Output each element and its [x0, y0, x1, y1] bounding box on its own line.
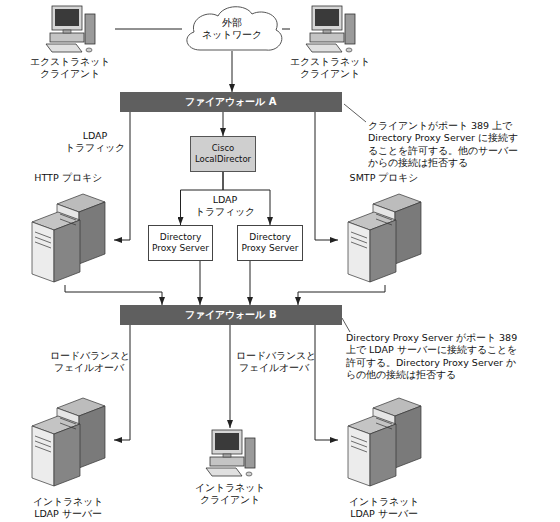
connector-arrow: [114, 325, 130, 440]
extranet-client: エクストラネット クライアント: [290, 4, 370, 80]
server-icon: [348, 194, 421, 282]
connector-arrow: [315, 325, 338, 440]
note-text: クライアントがポート 389 上で Directory Proxy Server…: [368, 120, 520, 169]
edge-label: LDAP トラフィック: [195, 194, 255, 218]
connector-arrow: [232, 51, 233, 92]
connector-arrow: [282, 29, 290, 30]
load-balancer-box: Cisco LocalDirector: [190, 136, 256, 172]
node-text: ファイアウォール B: [185, 309, 276, 322]
node-text: ファイアウォール A: [185, 96, 276, 109]
firewall-band: ファイアウォール B: [120, 305, 342, 325]
node-text: イントラネット LDAP サーバー: [340, 496, 428, 520]
node-text: Directory Proxy Server: [240, 232, 300, 255]
edge-label: ロードバランスと フェイルオーバ: [236, 350, 312, 374]
network-cloud: 外部 ネットワーク: [180, 3, 284, 55]
proxy-server: SMTP プロキシ: [338, 172, 430, 285]
connector-arrow: [298, 285, 385, 305]
connector-group: [65, 29, 385, 440]
leader-line: [342, 318, 350, 332]
node-text: SMTP プロキシ: [340, 172, 428, 184]
connector-arrow: [223, 112, 224, 136]
firewall-band: ファイアウォール A: [120, 92, 342, 112]
node-text: HTTP プロキシ: [24, 172, 112, 184]
connector-arrow: [65, 285, 162, 305]
node-text: イントラネット LDAP サーバー: [24, 496, 112, 520]
node-text: 外部 ネットワーク: [201, 17, 263, 41]
node-text: イントラネット クライアント: [186, 482, 274, 506]
connector-arrow: [114, 112, 130, 240]
proxy-server: HTTP プロキシ: [22, 172, 114, 285]
node-text: Directory Proxy Server: [151, 232, 211, 255]
cloud-shape: [187, 7, 282, 50]
note-text: Directory Proxy Server がポート 389 上で LDAP …: [346, 332, 524, 381]
server-icon: [348, 398, 421, 486]
node-text: エクストラネット クライアント: [26, 56, 114, 80]
edge-label: ロードバランスと フェイルオーバ: [50, 350, 128, 374]
connector-arrow: [200, 261, 201, 305]
proxy-box: Directory Proxy Server: [237, 225, 303, 261]
ldap-server: イントラネット LDAP サーバー: [22, 392, 114, 520]
connector-arrow: [315, 112, 338, 240]
server-icon: [32, 194, 105, 282]
leader-line: [344, 104, 366, 122]
node-text: エクストラネット クライアント: [286, 56, 374, 80]
server-icon: [32, 398, 105, 486]
computer-icon: [306, 6, 355, 52]
computer-icon: [206, 430, 255, 476]
connector-arrow: [115, 29, 182, 30]
edge-label: LDAP トラフィック: [64, 130, 126, 154]
connector-arrow: [250, 261, 251, 305]
node-text: Cisco LocalDirector: [192, 143, 254, 164]
ldap-server: イントラネット LDAP サーバー: [338, 392, 430, 520]
proxy-box: Directory Proxy Server: [148, 225, 213, 261]
computer-icon: [46, 6, 95, 52]
connector-arrow: [230, 325, 231, 428]
intranet-client: イントラネット クライアント: [190, 428, 270, 506]
extranet-client: エクストラネット クライアント: [25, 4, 115, 80]
